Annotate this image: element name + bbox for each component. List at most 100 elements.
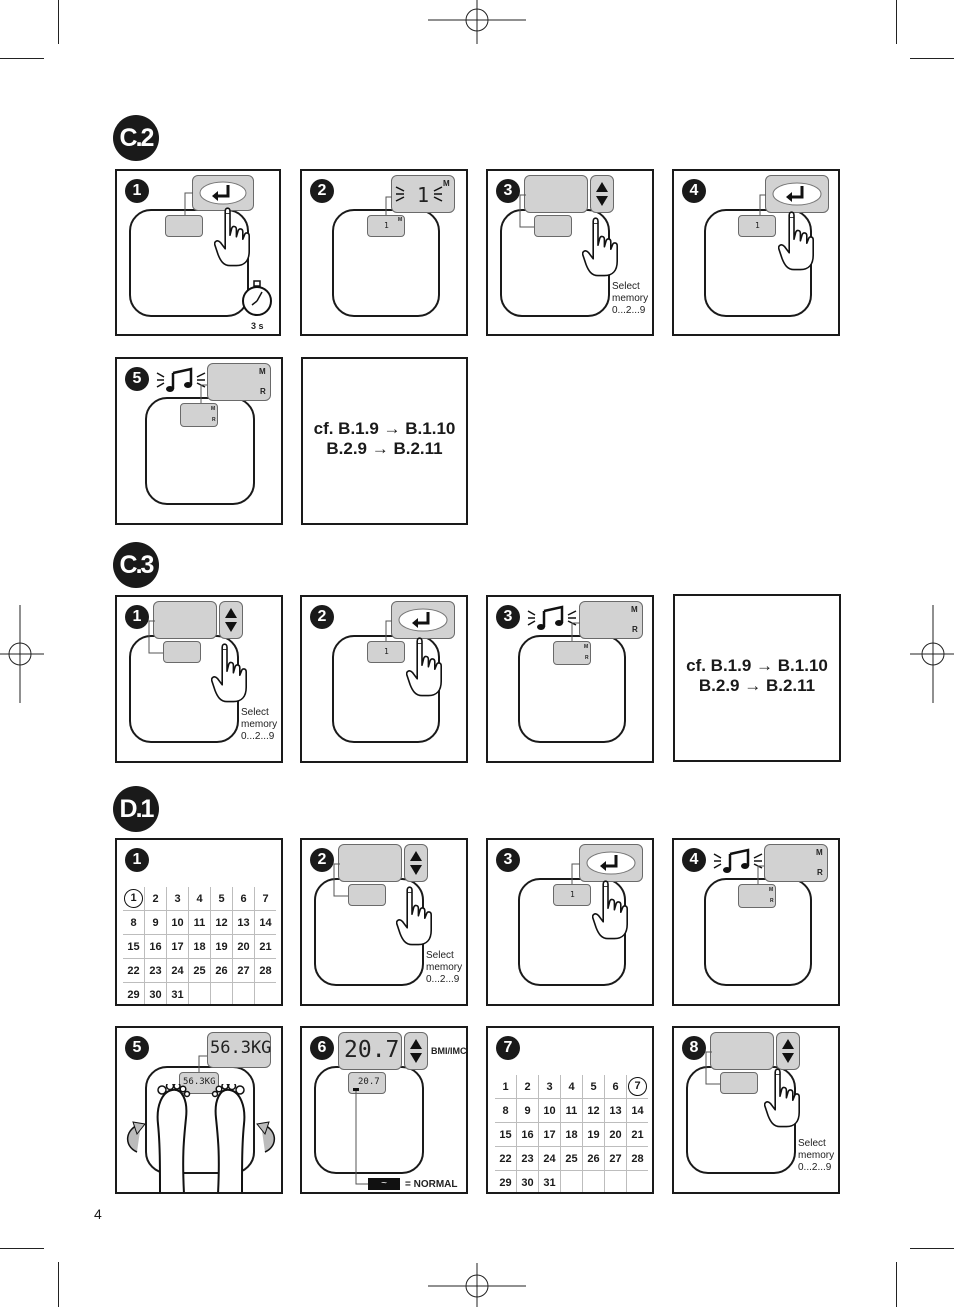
panel-d1-step2: 2 Select memory 0...2...9: [300, 838, 468, 1006]
calendar-day: [232, 982, 255, 1004]
step-number: 1: [125, 848, 149, 872]
panel-d1-step3: 3 1: [486, 838, 654, 1006]
panel-d1-step4: 4 M R M R: [672, 838, 840, 1006]
panel-display: [764, 844, 828, 882]
calendar-day: 25: [188, 958, 211, 983]
memory-digit: 1: [570, 890, 575, 899]
memory-indicator: M: [259, 367, 266, 376]
scale-display: [720, 1072, 758, 1094]
result-indicator: R: [212, 417, 216, 423]
calendar-day: 19: [210, 934, 233, 959]
crop-mark: [896, 1262, 897, 1307]
result-indicator: R: [632, 625, 638, 634]
calendar-day: 9: [516, 1098, 539, 1123]
normal-indicator-swatch: ~: [368, 1178, 400, 1190]
section-badge-c2: C.2: [113, 115, 159, 161]
step-number: 5: [125, 1036, 149, 1060]
panel-display: [207, 363, 271, 401]
scale-display: [738, 884, 776, 908]
calendar-day: 17: [166, 934, 189, 959]
panel-display: [338, 844, 402, 882]
calendar-day: 14: [626, 1098, 648, 1123]
weight-value: 56.3KG: [210, 1038, 272, 1058]
calendar-day: 26: [582, 1146, 605, 1171]
scale-display: [367, 641, 405, 663]
blinking-digit: 1: [417, 183, 430, 207]
scale-display: [179, 1072, 219, 1094]
panel-c3-step3: 3 M R M R: [486, 595, 654, 763]
calendar-day: 23: [144, 958, 167, 983]
select-memory-note: Select memory 0...2...9: [241, 707, 278, 742]
scale-weight-value: 56.3KG: [183, 1077, 216, 1087]
reference-text: cf. B.1.9 → B.1.10 B.2.9 → B.2.11: [686, 656, 828, 695]
connector-line: [353, 1088, 368, 1185]
calendar-day: 11: [188, 910, 211, 935]
up-down-arrow-icon: [225, 608, 237, 632]
calendar-day: [560, 1170, 583, 1192]
result-indicator: R: [817, 868, 823, 877]
bmi-label: BMI/IMC: [431, 1046, 467, 1056]
calendar-day: 14: [254, 910, 276, 935]
step-number: 4: [682, 848, 706, 872]
step-number: 4: [682, 179, 706, 203]
up-down-button: [219, 601, 243, 639]
calendar-day: [627, 1171, 649, 1193]
calendar-day: 13: [604, 1098, 627, 1123]
connector-line: [759, 194, 766, 215]
calendar-day: 7: [626, 1075, 648, 1099]
connector-line: [198, 1055, 207, 1072]
section-badge-c3: C.3: [113, 542, 159, 588]
up-down-arrow-icon: [782, 1039, 794, 1063]
calendar-day: 5: [582, 1075, 605, 1099]
calendar-day: 16: [516, 1122, 539, 1147]
memory-indicator: M: [398, 217, 403, 223]
calendar-day: 20: [604, 1122, 627, 1147]
memory-indicator: M: [769, 887, 774, 893]
rotate-arrow-icon: [127, 1121, 146, 1153]
step-number: 2: [310, 605, 334, 629]
calendar-day: 13: [232, 910, 255, 935]
calendar-day: 30: [516, 1170, 539, 1192]
connector-line: [757, 865, 764, 884]
step-number: 2: [310, 848, 334, 872]
calendar-day: 15: [123, 934, 145, 959]
section-badge-d1: D.1: [113, 786, 159, 832]
up-down-button: [776, 1032, 800, 1070]
scale-display: [534, 215, 572, 237]
calendar-day: 4: [188, 887, 211, 911]
crop-mark: [58, 0, 59, 44]
calendar-day: 24: [166, 958, 189, 983]
panel-d1-step6: 6 20.7 20.7 BMI/IMC ~ = NORMAL: [300, 1026, 468, 1194]
panel-display: [338, 1032, 402, 1070]
page-number: 4: [94, 1206, 102, 1222]
calendar-day: 11: [560, 1098, 583, 1123]
step-number: 8: [682, 1036, 706, 1060]
enter-arrow-icon: [398, 608, 448, 632]
connector-line: [333, 863, 348, 897]
scale-display: [180, 403, 218, 427]
scale-display: [348, 884, 386, 906]
calendar-day: 22: [495, 1146, 517, 1171]
select-memory-note: Select memory 0...2...9: [426, 950, 463, 985]
crop-mark: [896, 0, 897, 44]
calendar-day: 29: [123, 982, 145, 1004]
panel-c3-reference: cf. B.1.9 → B.1.10 B.2.9 → B.2.11: [673, 594, 841, 762]
panel-c2-step5: 5 M R M R: [115, 357, 283, 525]
scale-display: [553, 641, 591, 665]
memory-indicator: M: [816, 848, 823, 857]
calendar-day: 16: [144, 934, 167, 959]
calendar-day: 26: [210, 958, 233, 983]
rotate-arrow-icon: [256, 1121, 275, 1153]
up-down-arrow-icon: [410, 1039, 422, 1063]
panel-display: [207, 1032, 271, 1068]
memory-digit: 1: [755, 221, 760, 230]
reference-text: cf. B.1.9 → B.1.10 B.2.9 → B.2.11: [313, 419, 456, 458]
calendar-day: [604, 1170, 627, 1192]
calendar-day: 1: [123, 887, 145, 911]
calendar-day: 12: [210, 910, 233, 935]
